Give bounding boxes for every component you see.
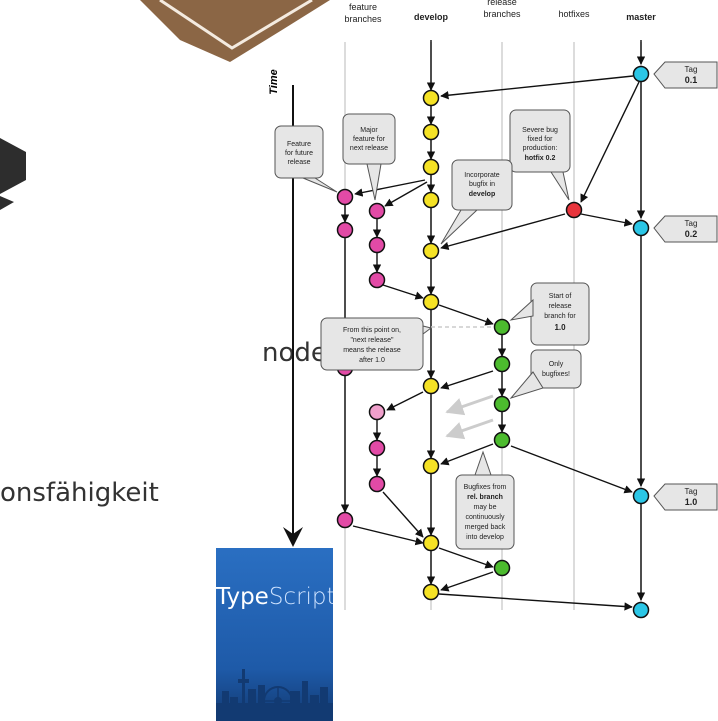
callout-text: merged back	[465, 524, 506, 531]
callout-text: branch for	[544, 313, 576, 320]
tag-label: Tag	[685, 219, 698, 228]
callout-box	[320, 317, 424, 371]
feature-commit	[336, 188, 354, 206]
nodejs-logo-icon	[0, 138, 26, 210]
city-skyline-graphic	[216, 669, 333, 721]
tag-version: 0.2	[685, 229, 698, 239]
develop-commit	[422, 242, 440, 260]
callout-text: feature for	[353, 136, 386, 143]
tag-label: Tag	[685, 65, 698, 74]
callout-text: fixed for	[528, 136, 554, 143]
feature-commit	[336, 511, 354, 529]
callout-text: Incorporate	[464, 172, 500, 179]
callout-text: continuously	[466, 514, 505, 521]
callout-text: bugfixes!	[542, 371, 570, 378]
callout-text: Severe bug	[522, 127, 558, 134]
release-commit	[493, 355, 511, 373]
callout-text: 1.0	[554, 323, 566, 332]
header-hotfixes: hotfixes	[558, 9, 590, 19]
develop-commit	[422, 457, 440, 475]
develop-commit	[422, 583, 440, 601]
master-commit	[632, 65, 650, 83]
develop-commit	[422, 158, 440, 176]
callout-text: Feature	[287, 141, 311, 148]
develop-commit	[422, 123, 440, 141]
callout-box	[530, 349, 582, 389]
feature-commit	[368, 403, 386, 421]
develop-commit	[422, 534, 440, 552]
develop-commit	[422, 89, 440, 107]
tag-version: 0.1	[685, 75, 698, 85]
git-branching-diagram: feature branches develop release branche…	[268, 0, 718, 619]
typescript-wordmark: TypeScript	[216, 584, 333, 610]
develop-commit	[422, 191, 440, 209]
release-commit	[493, 431, 511, 449]
master-commit	[632, 601, 650, 619]
callout-text: into develop	[466, 534, 504, 541]
callout-text: From this point on,	[343, 327, 401, 334]
callout-box	[274, 125, 324, 179]
header-develop: develop	[414, 12, 449, 22]
callout-text: after 1.0	[359, 357, 385, 364]
tag-flag	[653, 215, 718, 243]
typescript-logo: TypeScript	[216, 548, 333, 721]
feature-commit	[336, 221, 354, 239]
callout-text: develop	[469, 191, 495, 198]
callout-text: release	[549, 303, 572, 310]
feature-commit	[368, 271, 386, 289]
release-commit	[493, 395, 511, 413]
callout-text: Major	[360, 127, 378, 134]
callout-text: hotfix 0.2	[525, 155, 556, 162]
callout-text: for future	[285, 150, 313, 157]
callout-text: next release	[350, 145, 388, 152]
callout-text: "next release"	[350, 337, 394, 344]
callout-text: may be	[474, 504, 497, 511]
callout-text: rel. branch	[467, 494, 503, 501]
callout-text: production:	[523, 145, 558, 152]
callout-text: means the release	[343, 347, 401, 354]
callout-text: Bugfixes from	[464, 484, 507, 491]
tag-label: Tag	[685, 487, 698, 496]
tag-version: 1.0	[685, 497, 698, 507]
master-commit	[632, 219, 650, 237]
tag-flag	[653, 61, 718, 89]
release-commit	[493, 559, 511, 577]
header-feature-line1: feature	[349, 2, 377, 12]
master-commit	[632, 487, 650, 505]
brown-box-graphic	[140, 0, 330, 62]
callout-text: Start of	[549, 293, 572, 300]
callout-box	[451, 159, 513, 211]
callout-box	[509, 109, 571, 173]
callout-text: Only	[549, 361, 564, 368]
feature-commit	[368, 475, 386, 493]
header-release-line1: release	[487, 0, 517, 7]
header-feature-line2: branches	[344, 14, 382, 24]
time-axis-label: Time	[268, 69, 280, 94]
develop-commit	[422, 377, 440, 395]
feature-commit	[368, 236, 386, 254]
release-commit	[493, 318, 511, 336]
header-release-line2: branches	[483, 9, 521, 19]
tag-flag	[653, 483, 718, 511]
callout-text: bugfix in	[469, 181, 495, 188]
hotfix-commit	[565, 201, 583, 219]
feature-commit	[368, 202, 386, 220]
develop-commit	[422, 293, 440, 311]
feature-commit	[368, 439, 386, 457]
header-master: master	[626, 12, 656, 22]
slide-text-fragment: onsfähigkeit	[0, 478, 159, 508]
callout-text: release	[288, 159, 311, 166]
